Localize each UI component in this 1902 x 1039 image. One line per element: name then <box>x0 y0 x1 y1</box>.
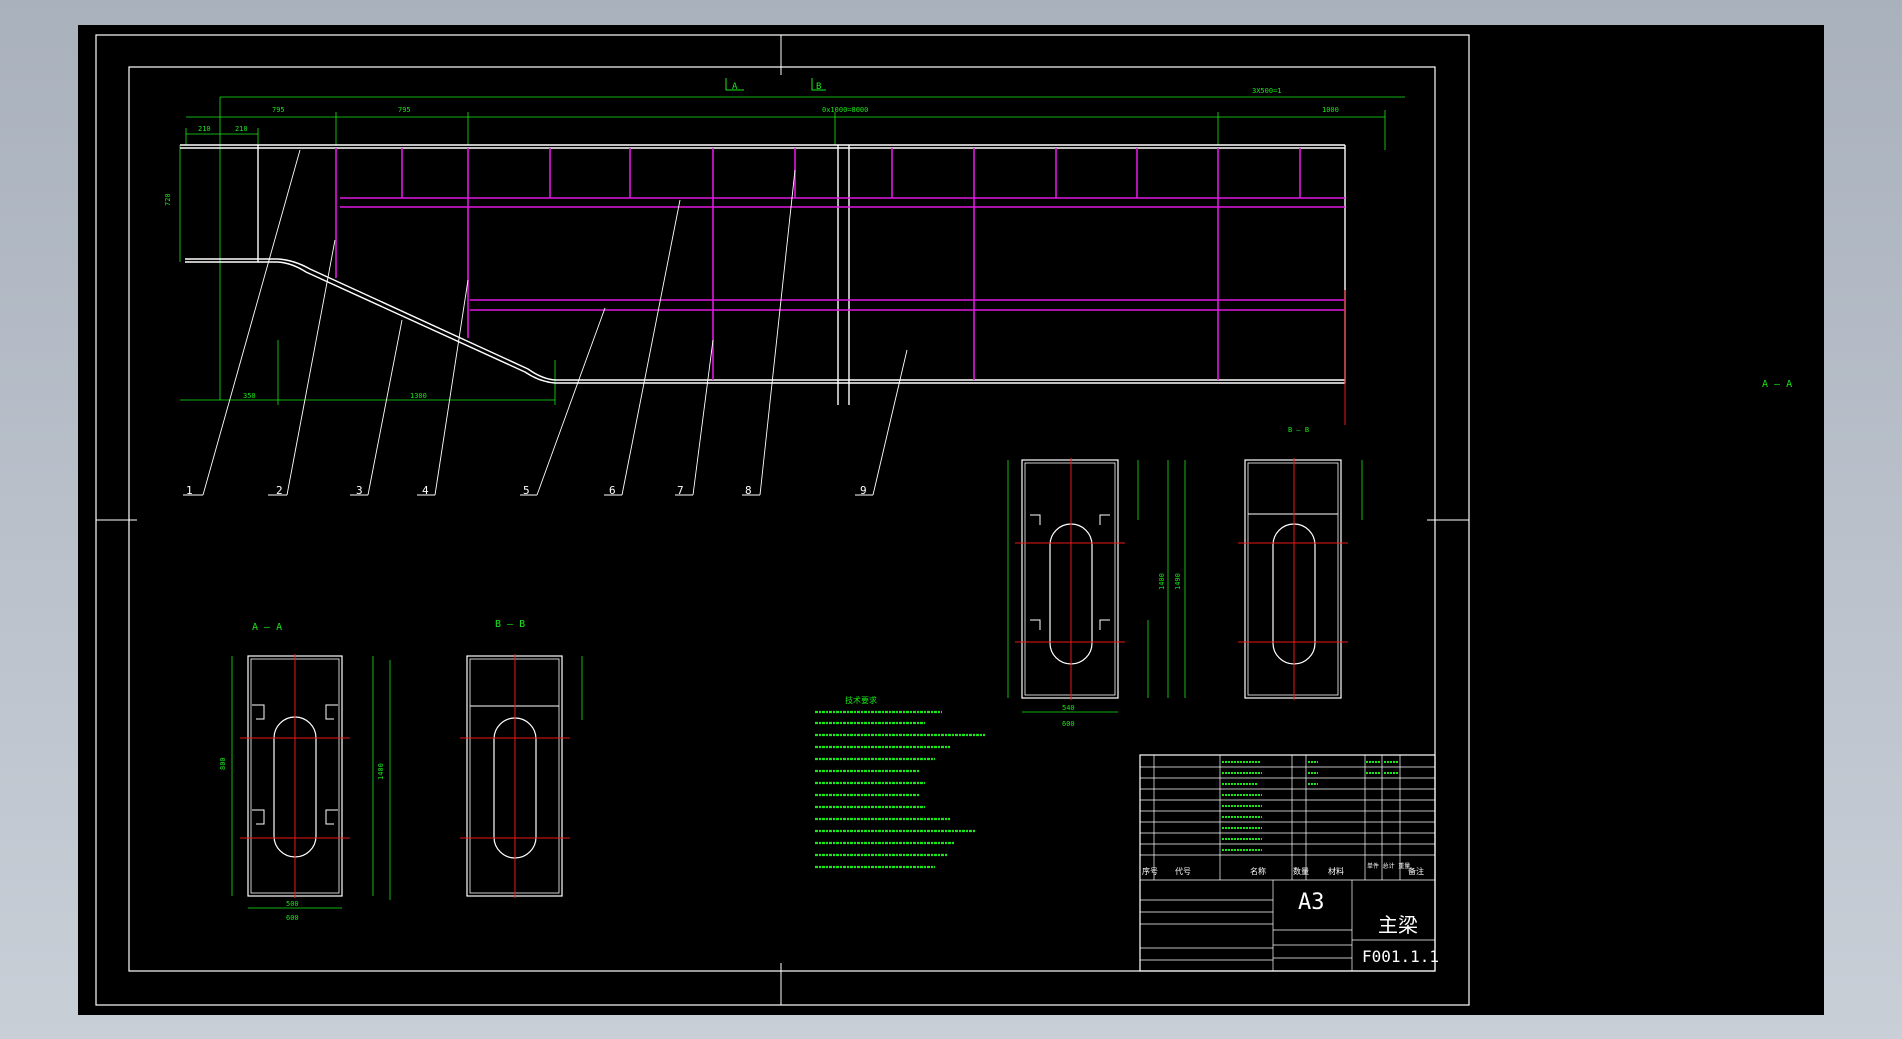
header-qty: 数量 <box>1293 866 1309 876</box>
part-1: 1 <box>186 484 193 497</box>
technical-notes: 技术要求 <box>815 695 985 869</box>
part-8: 8 <box>745 484 752 497</box>
drawing-title: 主梁 <box>1378 913 1418 937</box>
section-mark-b-text: B <box>816 82 821 92</box>
svg-text:500: 500 <box>286 900 299 908</box>
svg-text:720: 720 <box>164 193 172 206</box>
title-block: 序号 代号 名称 数量 材料 单件 总计 重量 备注 A3 主梁 F001.1.… <box>1139 754 1439 972</box>
part-leaders <box>183 149 908 496</box>
far-right-label: A — A <box>1762 379 1792 390</box>
svg-text:540: 540 <box>1062 704 1075 712</box>
model-space <box>78 25 1824 1015</box>
svg-text:1300: 1300 <box>410 392 427 400</box>
section-a-label: A — A <box>252 622 282 633</box>
header-weight: 单件 总计 重量 <box>1367 862 1410 870</box>
part-numbers: 1 2 3 4 5 6 7 8 9 <box>186 484 867 497</box>
part-5: 5 <box>523 484 530 497</box>
svg-text:3X500=1: 3X500=1 <box>1252 87 1282 95</box>
sheet-size: A3 <box>1298 890 1325 915</box>
stiffeners <box>335 148 1345 380</box>
svg-text:210: 210 <box>198 125 211 133</box>
header-name: 名称 <box>1250 866 1266 876</box>
svg-text:800: 800 <box>219 757 227 770</box>
svg-text:1400: 1400 <box>1158 573 1166 590</box>
svg-text:1490: 1490 <box>1174 573 1182 590</box>
detail-b-label: B — B <box>1288 426 1309 434</box>
section-mark-a-text: A <box>732 82 738 92</box>
drawing-number: F001.1.1 <box>1362 947 1439 966</box>
svg-text:795: 795 <box>398 106 411 114</box>
svg-text:0x1000=8000: 0x1000=8000 <box>822 106 868 114</box>
part-2: 2 <box>276 484 283 497</box>
svg-text:1400: 1400 <box>377 763 385 780</box>
inner-frame <box>128 66 1436 972</box>
part-7: 7 <box>677 484 684 497</box>
part-6: 6 <box>609 484 616 497</box>
header-material: 材料 <box>1328 866 1344 876</box>
header-seq: 序号 <box>1142 866 1158 876</box>
detail-section-1: 540 600 1400 1490 <box>1007 458 1186 728</box>
svg-text:210: 210 <box>235 125 248 133</box>
part-4: 4 <box>422 484 429 497</box>
svg-text:600: 600 <box>286 914 299 922</box>
svg-text:350: 350 <box>243 392 256 400</box>
centering-marks <box>96 35 1469 1005</box>
dimension-labels: 210 210 795 795 0x1000=8000 1000 3X500=1… <box>164 87 1339 400</box>
section-b-view: B — B <box>460 619 583 898</box>
header-code: 代号 <box>1175 866 1191 876</box>
detail-section-2: B — B <box>1238 426 1363 700</box>
notes-heading: 技术要求 <box>845 695 877 705</box>
svg-text:1000: 1000 <box>1322 106 1339 114</box>
svg-text:600: 600 <box>1062 720 1075 728</box>
header-remark: 备注 <box>1408 866 1424 876</box>
section-b-label: B — B <box>495 619 525 630</box>
section-a-view: A — A 500 600 800 1400 <box>219 622 391 922</box>
section-mark-b: B <box>811 78 826 92</box>
part-9: 9 <box>860 484 867 497</box>
section-mark-a: A <box>725 78 744 92</box>
part-3: 3 <box>356 484 363 497</box>
svg-text:795: 795 <box>272 106 285 114</box>
